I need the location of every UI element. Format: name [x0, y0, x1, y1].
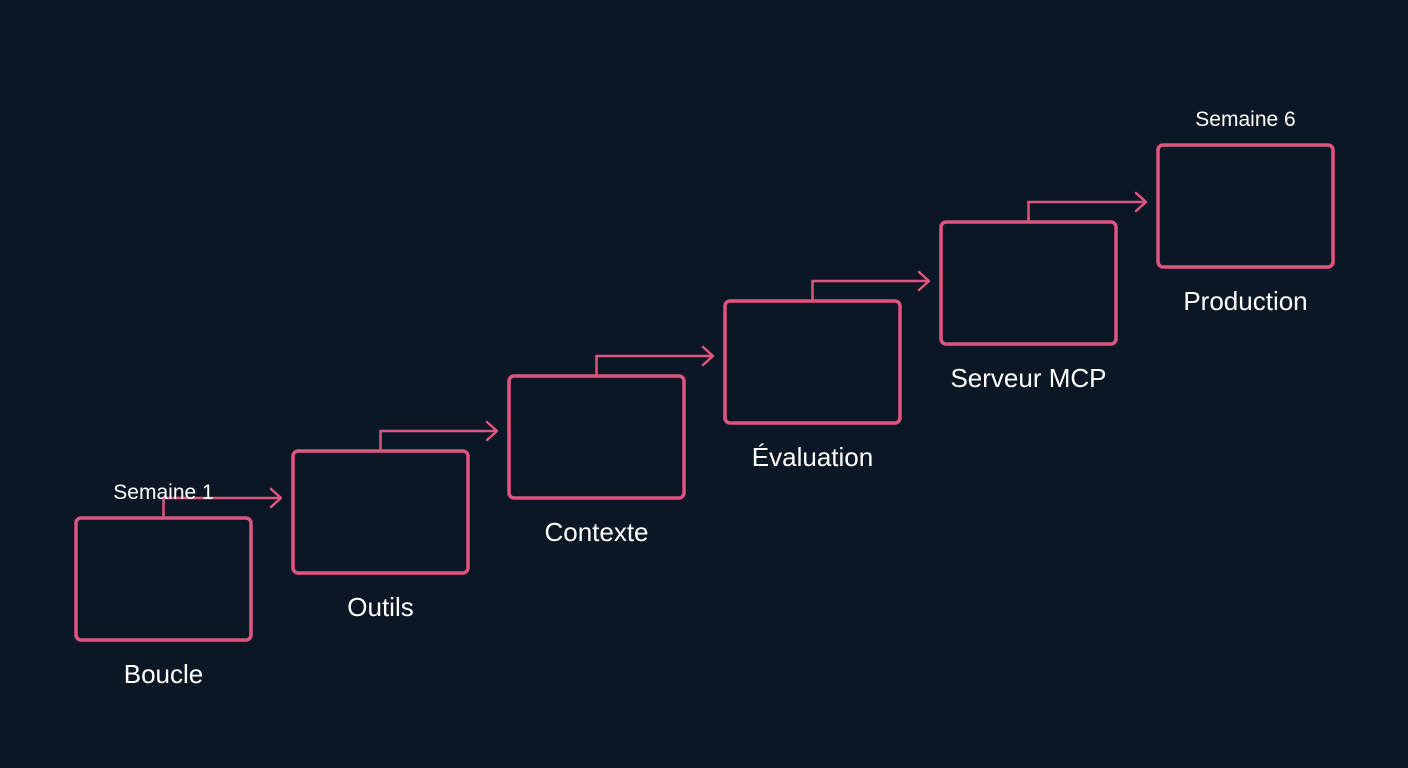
connector-line-2 [379, 429, 497, 451]
step-label-3: Contexte [544, 517, 648, 547]
connectors [162, 191, 1148, 518]
arrowhead-icon-5 [1134, 191, 1148, 213]
step-box-2 [291, 449, 470, 575]
arrowhead-icon-2 [485, 420, 499, 442]
step-label-1: Boucle [124, 659, 204, 689]
step-box-1 [74, 516, 253, 642]
connector-line-1 [162, 496, 281, 518]
step-labels: Boucle Semaine 1 Outils Contexte Évaluation S… [113, 108, 1307, 689]
step-box-3 [507, 374, 686, 500]
step-label-4: Évaluation [752, 442, 873, 472]
step-label-2: Outils [347, 592, 413, 622]
step-box-4 [723, 299, 902, 425]
week-label-1: Semaine 1 [113, 481, 213, 504]
step-boxes [74, 143, 1335, 642]
connector-line-4 [811, 279, 929, 301]
connector-line-3 [595, 354, 713, 376]
step-box-6 [1156, 143, 1335, 269]
arrowhead-icon-3 [701, 345, 715, 367]
connector-line-5 [1027, 200, 1146, 222]
step-label-6: Production [1183, 286, 1307, 316]
arrowhead-icon-1 [269, 487, 283, 509]
week-label-6: Semaine 6 [1195, 108, 1295, 131]
step-box-5 [939, 220, 1118, 346]
step-label-5: Serveur MCP [950, 363, 1106, 393]
arrowhead-icon-4 [917, 270, 931, 292]
